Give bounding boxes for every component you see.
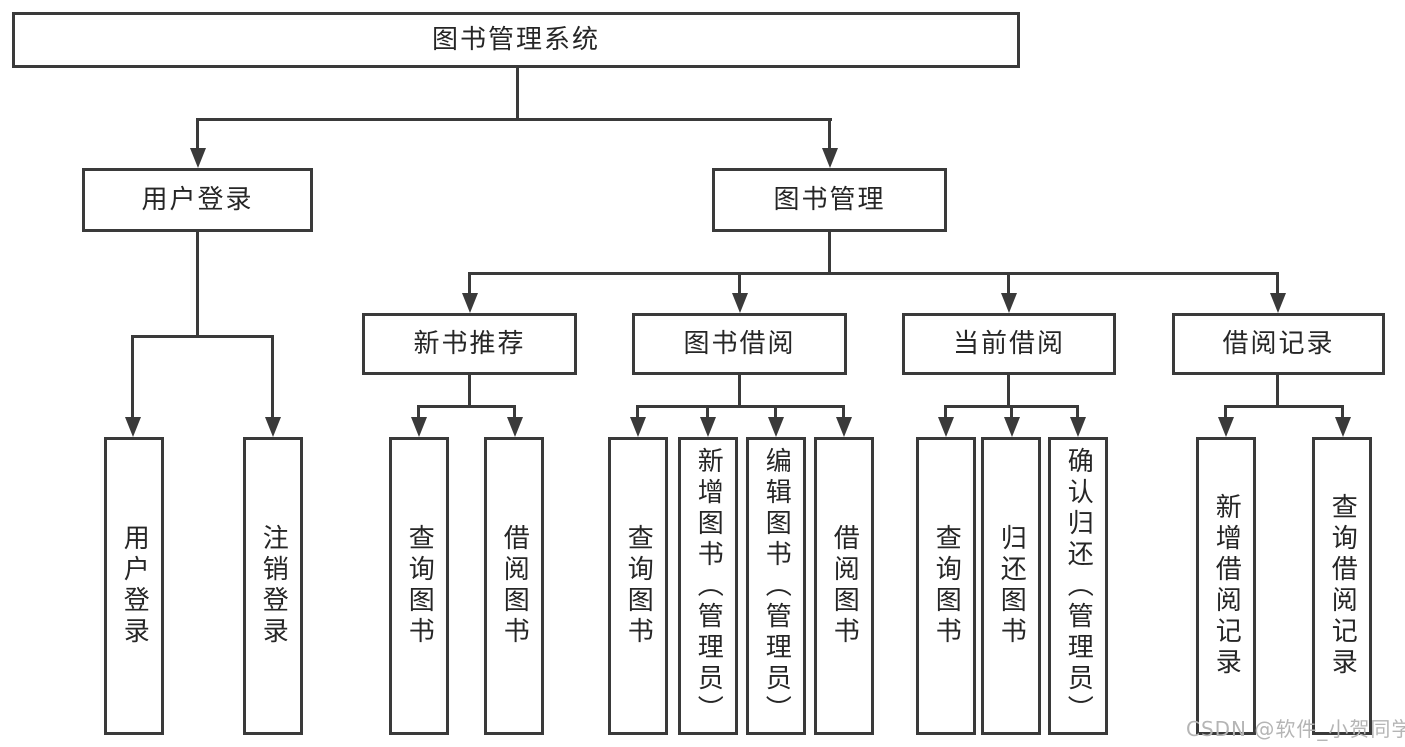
connector-line: [196, 118, 199, 150]
arrow-down-icon: [1004, 417, 1020, 437]
connector-line: [706, 405, 709, 422]
arrow-down-icon: [265, 417, 281, 437]
arrow-down-icon: [822, 148, 838, 168]
leaf-newbook-borrow-label: 借阅图书: [499, 524, 530, 648]
leaf-borrow-query-label: 查询图书: [623, 524, 654, 648]
connector-line: [738, 375, 741, 405]
leaf-borrow-borrow-label: 借阅图书: [829, 524, 860, 648]
connector-line: [1076, 405, 1079, 422]
connector-line: [1224, 405, 1344, 408]
arrow-down-icon: [1001, 293, 1017, 313]
connector-line: [417, 405, 420, 422]
node-book-mgmt-branch: 图书管理: [712, 168, 947, 232]
leaf-newbook-query: 查询图书: [389, 437, 449, 735]
connector-line: [1276, 375, 1279, 405]
connector-line: [944, 405, 947, 422]
leaf-logout-label: 注销登录: [258, 524, 289, 648]
node-borrow-records-label: 借阅记录: [1222, 328, 1335, 359]
connector-line: [516, 68, 519, 120]
node-book-borrow-label: 图书借阅: [683, 328, 796, 359]
arrow-down-icon: [1270, 293, 1286, 313]
watermark: CSDN @软件_小贺同学: [1186, 717, 1405, 741]
leaf-borrow-query: 查询图书: [608, 437, 668, 735]
connector-line: [636, 405, 845, 408]
leaf-records-query-label: 查询借阅记录: [1327, 493, 1358, 679]
connector-line: [1010, 405, 1013, 422]
node-root: 图书管理系统: [12, 12, 1020, 68]
node-new-book-label: 新书推荐: [413, 328, 526, 359]
connector-line: [468, 272, 1279, 275]
leaf-records-add-label: 新增借阅记录: [1211, 493, 1242, 679]
connector-line: [131, 335, 134, 420]
arrow-down-icon: [1335, 417, 1351, 437]
leaf-newbook-borrow: 借阅图书: [484, 437, 544, 735]
arrow-down-icon: [768, 417, 784, 437]
connector-line: [131, 335, 273, 338]
connector-line: [842, 405, 845, 422]
leaf-records-add: 新增借阅记录: [1196, 437, 1256, 735]
arrow-down-icon: [1070, 417, 1086, 437]
connector-line: [1224, 405, 1227, 422]
leaf-current-return: 归还图书: [981, 437, 1041, 735]
connector-line: [271, 335, 274, 420]
node-book-borrow: 图书借阅: [632, 313, 847, 375]
leaf-borrow-edit: 编辑图书（管理员）: [746, 437, 806, 735]
node-new-book: 新书推荐: [362, 313, 577, 375]
leaf-current-confirm-label: 确认归还（管理员）: [1063, 446, 1094, 726]
arrow-down-icon: [732, 293, 748, 313]
arrow-down-icon: [630, 417, 646, 437]
node-root-label: 图书管理系统: [431, 24, 600, 55]
connector-line: [636, 405, 639, 422]
leaf-borrow-add-label: 新增图书（管理员）: [693, 446, 724, 726]
arrow-down-icon: [836, 417, 852, 437]
connector-line: [513, 405, 516, 422]
leaf-user-login: 用户登录: [104, 437, 164, 735]
node-user-login-branch-label: 用户登录: [141, 184, 254, 215]
connector-line: [1007, 272, 1010, 296]
arrow-down-icon: [700, 417, 716, 437]
leaf-user-login-label: 用户登录: [119, 524, 150, 648]
arrow-down-icon: [411, 417, 427, 437]
leaf-current-return-label: 归还图书: [996, 524, 1027, 648]
leaf-borrow-borrow: 借阅图书: [814, 437, 874, 735]
arrow-down-icon: [190, 148, 206, 168]
leaf-current-query-label: 查询图书: [931, 524, 962, 648]
connector-line: [828, 118, 831, 150]
leaf-current-query: 查询图书: [916, 437, 976, 735]
connector-line: [417, 405, 516, 408]
node-borrow-records: 借阅记录: [1172, 313, 1385, 375]
arrow-down-icon: [125, 417, 141, 437]
connector-line: [774, 405, 777, 422]
connector-line: [828, 232, 831, 272]
arrow-down-icon: [1218, 417, 1234, 437]
connector-line: [468, 272, 471, 296]
leaf-records-query: 查询借阅记录: [1312, 437, 1372, 735]
arrow-down-icon: [938, 417, 954, 437]
node-current-borrow: 当前借阅: [902, 313, 1116, 375]
connector-line: [1341, 405, 1344, 422]
arrow-down-icon: [507, 417, 523, 437]
node-user-login-branch: 用户登录: [82, 168, 313, 232]
connector-line: [738, 272, 741, 296]
connector-line: [196, 118, 832, 121]
node-book-mgmt-branch-label: 图书管理: [773, 184, 886, 215]
leaf-borrow-add: 新增图书（管理员）: [678, 437, 738, 735]
leaf-borrow-edit-label: 编辑图书（管理员）: [761, 446, 792, 726]
connector-line: [1276, 272, 1279, 296]
connector-line: [468, 375, 471, 405]
connector-line: [196, 232, 199, 335]
leaf-current-confirm: 确认归还（管理员）: [1048, 437, 1108, 735]
arrow-down-icon: [462, 293, 478, 313]
leaf-newbook-query-label: 查询图书: [404, 524, 435, 648]
leaf-logout: 注销登录: [243, 437, 303, 735]
node-current-borrow-label: 当前借阅: [952, 328, 1065, 359]
connector-line: [1007, 375, 1010, 405]
